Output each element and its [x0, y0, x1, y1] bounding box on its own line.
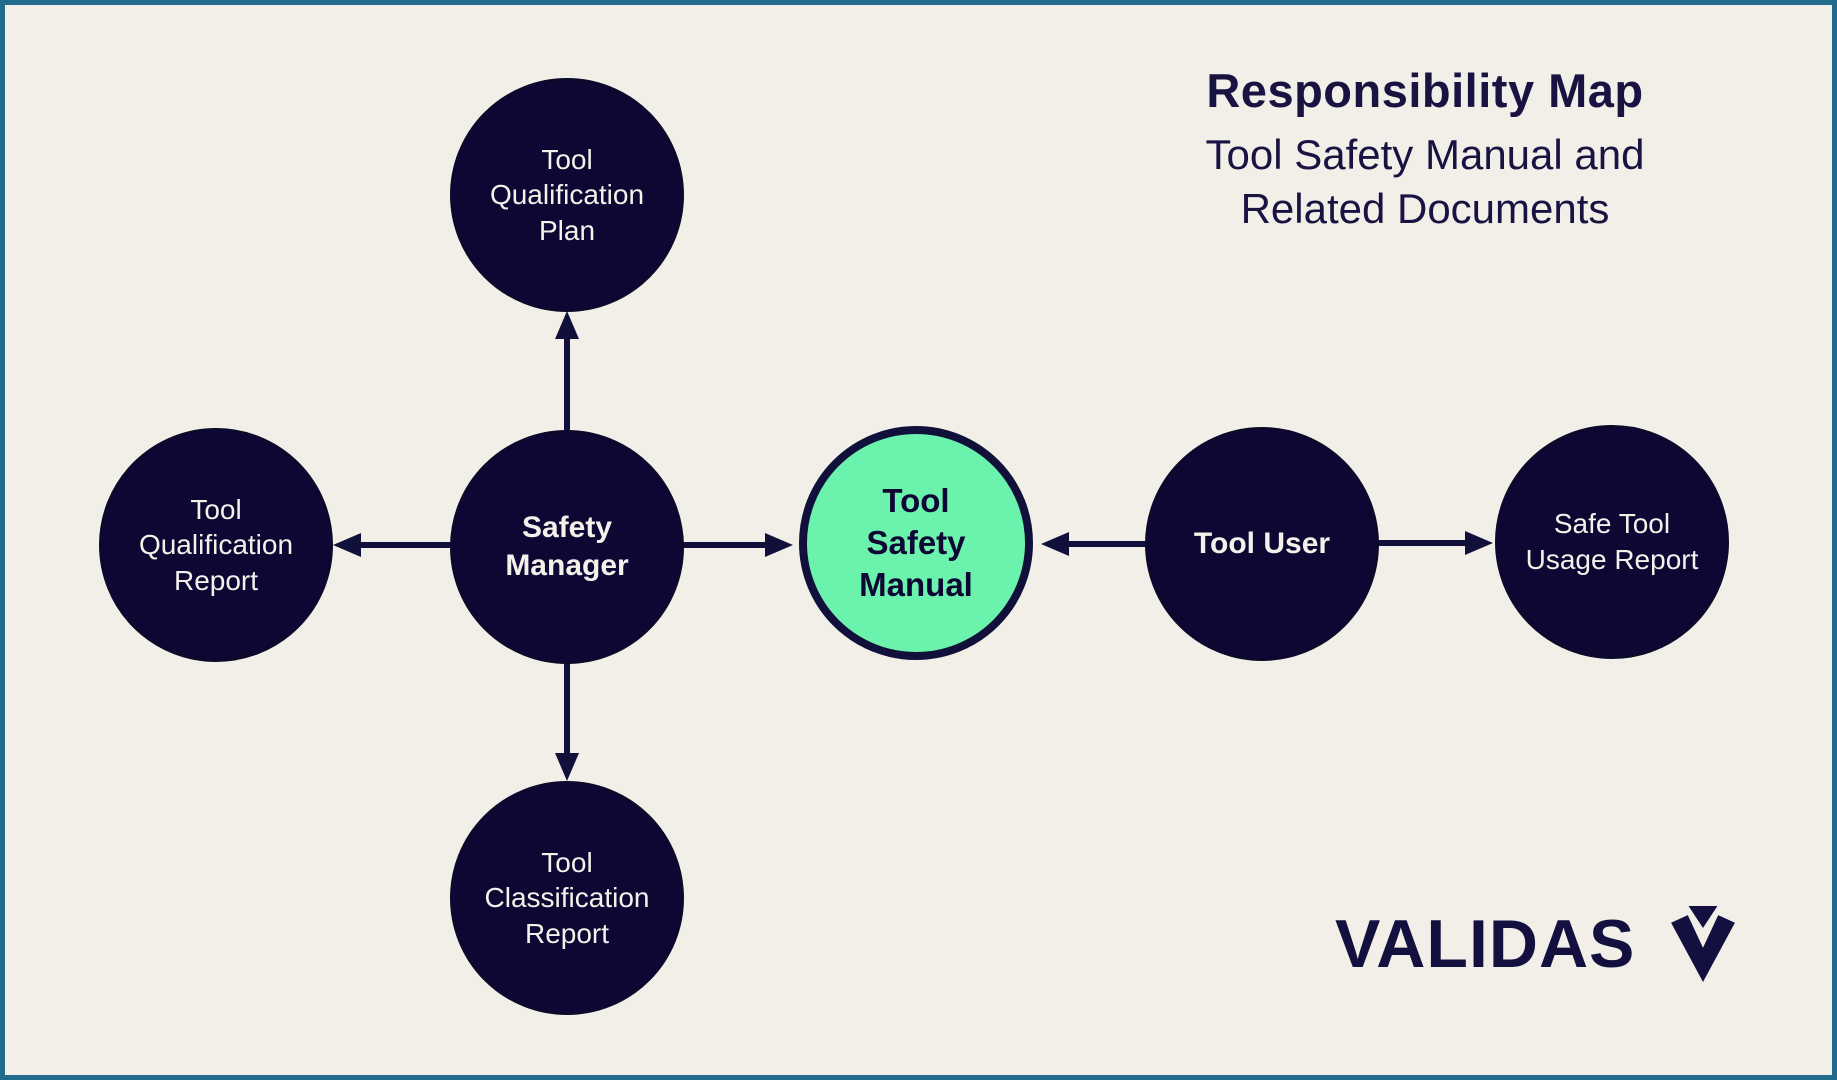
- node-label-line: Report: [173, 564, 259, 596]
- node-label-line: Tool: [541, 846, 593, 878]
- node-label-line: Qualification: [489, 179, 645, 211]
- page-subtitle: Tool Safety Manual and Related Documents: [1035, 128, 1815, 236]
- node-label: Safe Tool Usage Report: [1526, 506, 1699, 577]
- node-label-line: Safety: [521, 510, 613, 544]
- node-tool-classification-report: Tool Classification Report: [450, 781, 684, 1015]
- node-label: Tool User: [1194, 525, 1330, 563]
- node-label-line: Classification: [484, 882, 650, 914]
- node-label: Tool Safety Manual: [859, 480, 973, 607]
- node-label: Tool Qualification Report: [139, 492, 293, 599]
- node-label-line: Tool: [541, 143, 593, 175]
- node-label-line: Tool: [190, 493, 242, 525]
- node-tool-user: Tool User: [1145, 427, 1379, 661]
- node-label-line: Report: [524, 917, 610, 949]
- validas-logo: VALIDAS: [1335, 903, 1741, 985]
- node-label-line: Manager: [505, 549, 629, 582]
- node-tool-safety-manual: Tool Safety Manual: [799, 426, 1033, 660]
- node-label-line: Safe Tool: [1553, 508, 1671, 540]
- validas-v-chevron-icon: [1671, 906, 1736, 982]
- header: Responsibility Map Tool Safety Manual an…: [1035, 63, 1815, 236]
- node-label-line: Tool: [882, 481, 950, 519]
- node-safety-manager: Safety Manager: [450, 430, 684, 664]
- node-label-line: Usage Report: [1525, 544, 1699, 575]
- node-label-line: Manual: [859, 566, 973, 604]
- node-label: Safety Manager: [505, 509, 628, 585]
- node-label: Tool Classification Report: [485, 845, 650, 952]
- subtitle-line: Related Documents: [1240, 184, 1610, 232]
- node-tool-qualification-plan: Tool Qualification Plan: [450, 78, 684, 312]
- node-safe-tool-usage-report: Safe Tool Usage Report: [1495, 425, 1729, 659]
- node-label-line: Tool User: [1193, 526, 1331, 560]
- node-label-line: Qualification: [138, 529, 294, 561]
- node-tool-qualification-report: Tool Qualification Report: [99, 428, 333, 662]
- node-label-line: Safety: [866, 523, 966, 561]
- subtitle-line: Tool Safety Manual and: [1205, 131, 1645, 178]
- node-label: Tool Qualification Plan: [490, 142, 644, 249]
- node-label-line: Plan: [538, 214, 596, 246]
- validas-wordmark: VALIDAS: [1335, 906, 1636, 982]
- page-title: Responsibility Map: [1206, 64, 1644, 117]
